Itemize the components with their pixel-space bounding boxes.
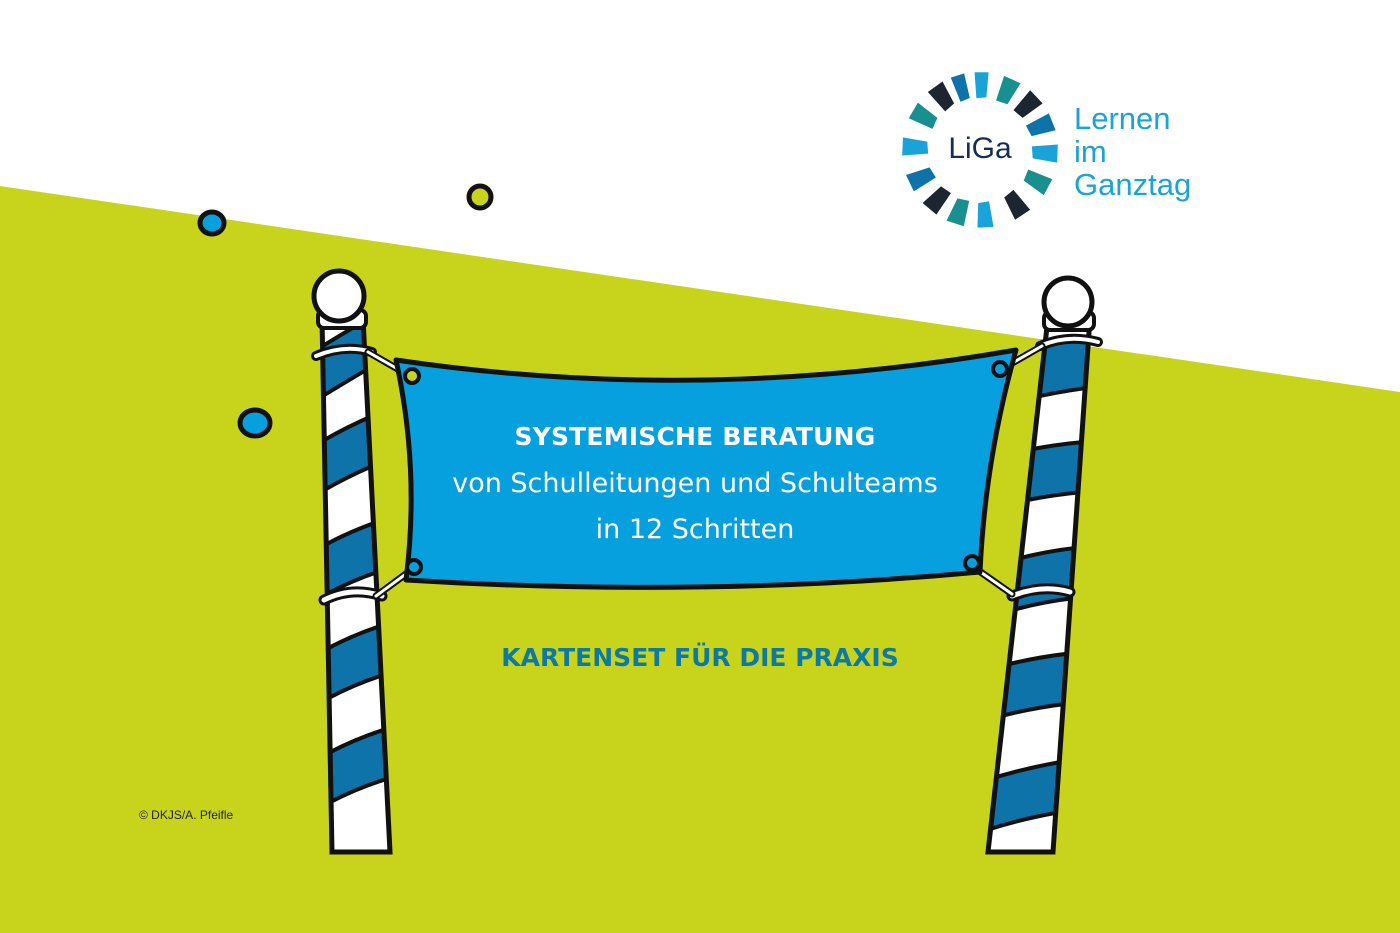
banner-title: SYSTEMISCHE BERATUNG <box>514 422 876 451</box>
grommet-icon <box>403 367 421 385</box>
decorative-dot-blue-top <box>197 209 227 237</box>
grommet-icon <box>991 360 1009 378</box>
decorative-dot-green <box>466 183 494 211</box>
liga-logo-ring-icon <box>902 72 1058 228</box>
decorative-dot-blue-left <box>237 407 273 439</box>
wordmark-line: im <box>1074 134 1107 169</box>
image-credit: © DKJS/A. Pfeifle <box>139 808 234 822</box>
banner <box>393 347 1019 590</box>
grommet-icon <box>963 554 981 572</box>
banner-line-3: in 12 Schritten <box>595 514 795 545</box>
wordmark-line: Ganztag <box>1074 167 1192 202</box>
liga-logo-mark: LiGa <box>948 132 1012 165</box>
liga-wordmark: Lernen im Ganztag <box>1074 102 1191 201</box>
wordmark-line: Lernen <box>1074 101 1171 136</box>
grommet-icon <box>405 558 423 576</box>
banner-line-2: von Schulleitungen und Schulteams <box>452 468 938 499</box>
page-subtitle: KARTENSET FÜR DIE PRAXIS <box>501 643 899 672</box>
